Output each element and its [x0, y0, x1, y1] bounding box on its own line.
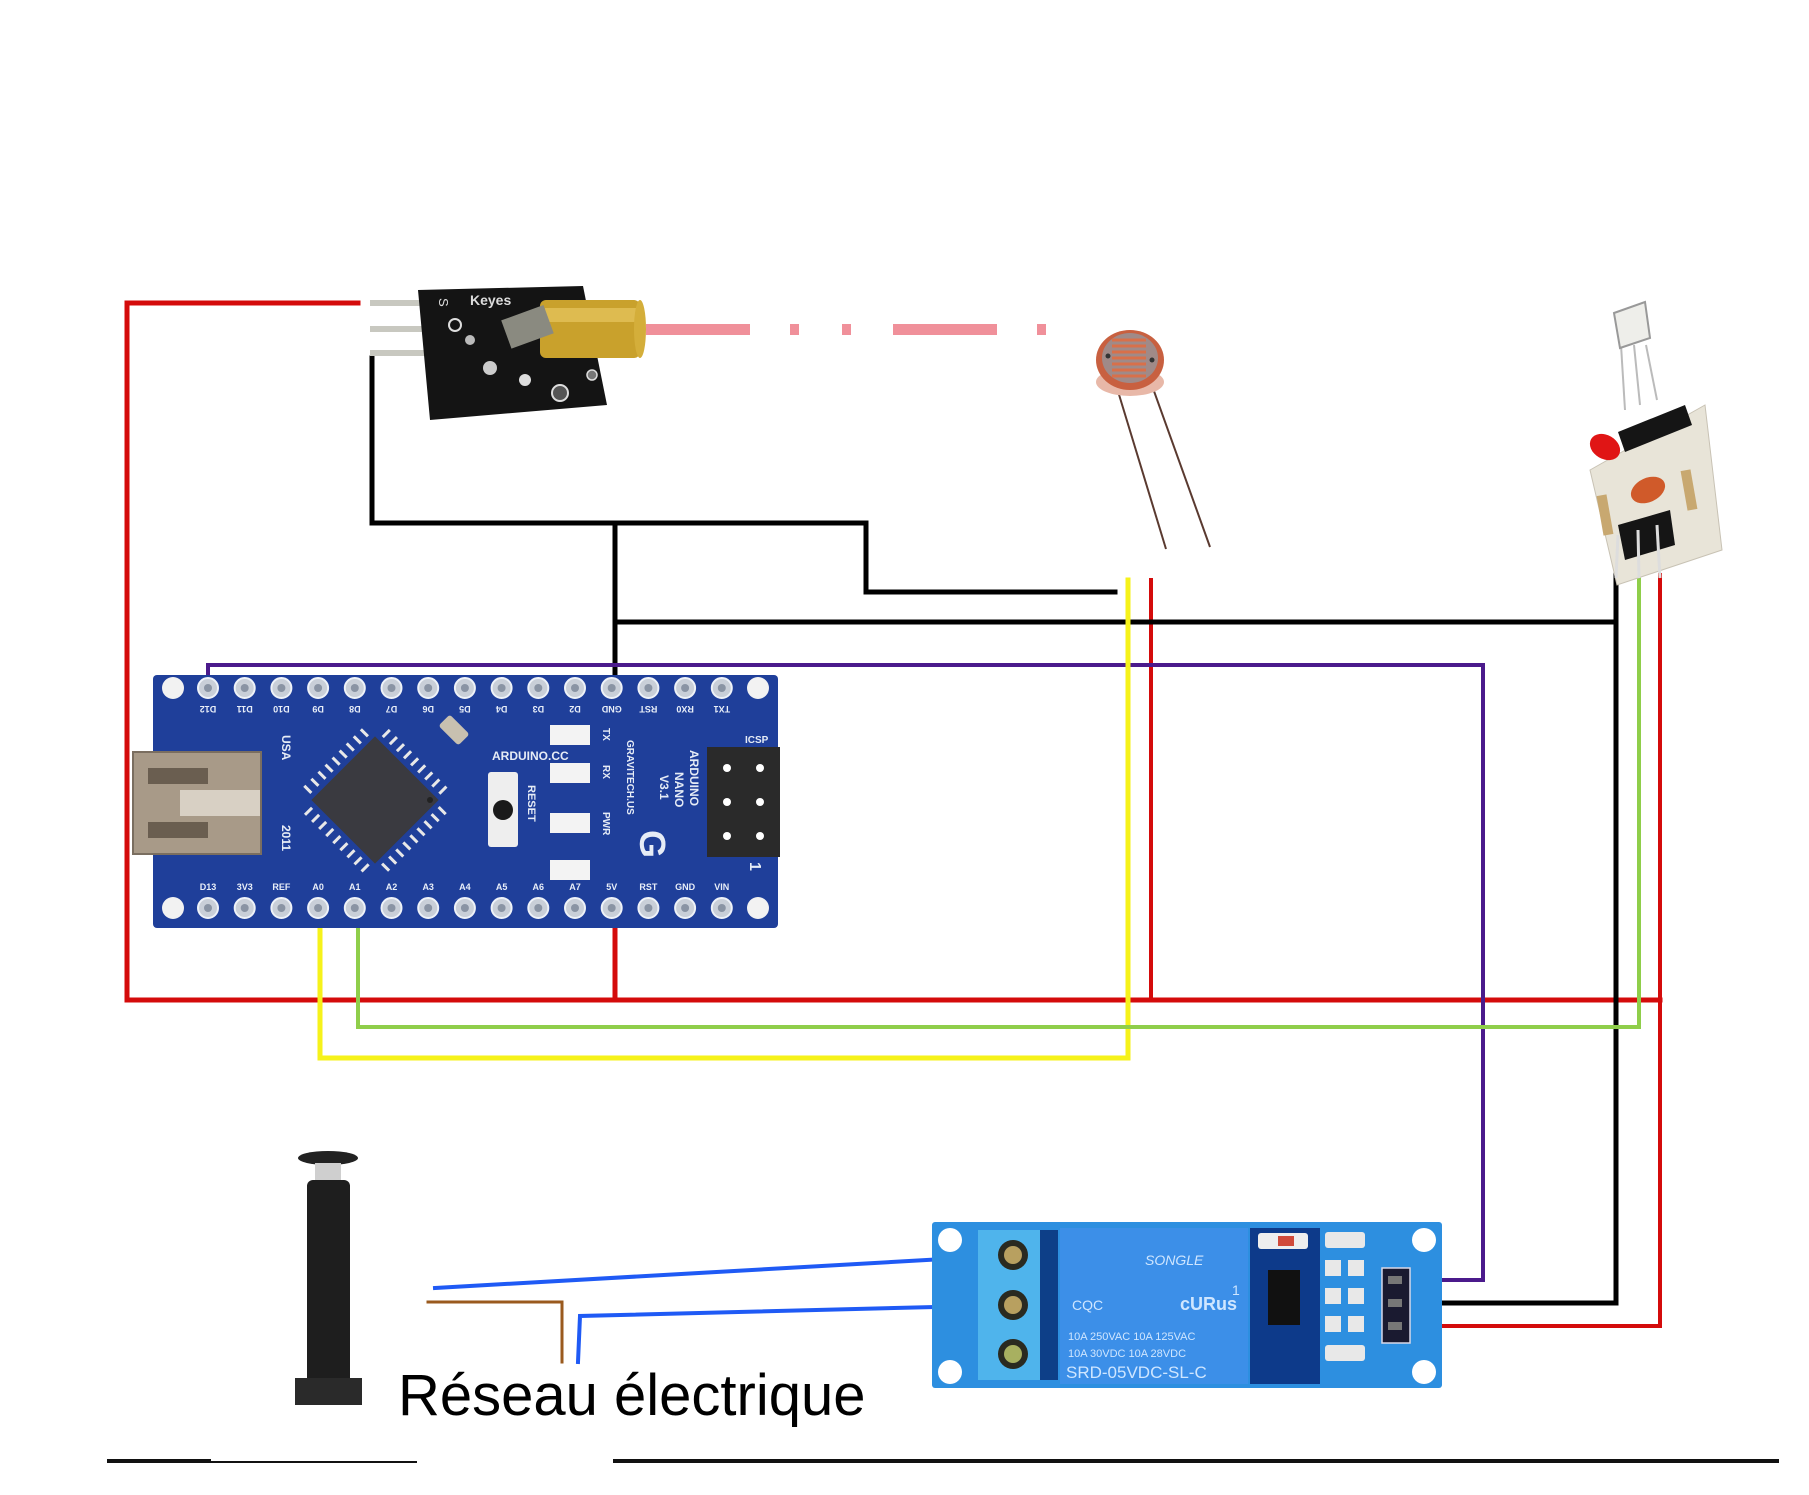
- nano-silk-year: 2011: [279, 825, 293, 851]
- laser-module: Keyes S: [370, 286, 646, 420]
- nano-pin-label-bottom-a4: A4: [459, 882, 471, 892]
- laser-beam: [646, 324, 1046, 335]
- wire-yellow-ldr-a0: [317, 577, 1131, 1061]
- nano-silk-logo: G: [632, 830, 673, 858]
- nano-pin-label-bottom-a5: A5: [496, 882, 508, 892]
- nano-pin-label-top-d4: D4: [496, 704, 508, 714]
- nano-silk-arduino-cc: ARDUINO.CC: [492, 749, 569, 763]
- relay-brand: SONGLE: [1145, 1252, 1204, 1268]
- nano-icsp-header: [707, 747, 780, 857]
- nano-pin-label-bottom-gnd: GND: [675, 882, 696, 892]
- nano-silk-version: V3.1: [657, 775, 671, 800]
- wire-black-receiver-relay: [1402, 572, 1619, 1306]
- nano-pin-label-bottom-3v3: 3V3: [237, 882, 253, 892]
- relay-module: SONGLE CQC cURus 1 10A 250VAC 10A 125VAC…: [932, 1222, 1442, 1388]
- relay-rating-2: 10A 30VDC 10A 28VDC: [1068, 1348, 1186, 1360]
- wire-purple-d12-relay: [206, 663, 1485, 1282]
- nano-pin-label-bottom-ref: REF: [272, 882, 291, 892]
- photoresistor: [1096, 330, 1211, 550]
- wire-red-laser-power: [124, 300, 1663, 1003]
- relay-model: SRD-05VDC-SL-C: [1066, 1363, 1207, 1382]
- nano-pin-label-top-d2: D2: [569, 704, 581, 714]
- wire-blue-mains-1: [432, 1252, 1018, 1291]
- receiver-sensor: [1612, 300, 1652, 350]
- relay-rating-1: 10A 250VAC 10A 125VAC: [1068, 1331, 1195, 1343]
- nano-silk-nano: NANO: [672, 772, 686, 807]
- nano-pin-label-top-gnd: GND: [601, 704, 622, 714]
- nano-silk-pin1: 1: [746, 862, 763, 871]
- nano-pin-label-bottom-rst: RST: [639, 882, 658, 892]
- relay-coil-housing: [1060, 1228, 1248, 1384]
- nano-board: [153, 675, 778, 928]
- nano-silk-reset: RESET: [525, 785, 537, 822]
- nano-pin-label-top-d11: D11: [237, 704, 253, 714]
- nano-pin-label-top-d6: D6: [422, 704, 434, 714]
- nano-pin-label-bottom-d13: D13: [200, 882, 217, 892]
- nano-pin-label-bottom-a7: A7: [569, 882, 581, 892]
- nano-pin-label-top-d10: D10: [273, 704, 290, 714]
- laser-pin-gnd: [370, 350, 425, 356]
- wire-green-receiver-a1: [356, 573, 1641, 1029]
- wire-blue-mains-2: [575, 1302, 1018, 1365]
- nano-pin-label-top-d3: D3: [533, 704, 545, 714]
- nano-silk-gravitech: GRAVITECH.US: [624, 740, 635, 815]
- laser-pin-s: [370, 300, 425, 306]
- relay-mark-cqc: CQC: [1072, 1297, 1103, 1313]
- nano-pin-label-top-d7: D7: [386, 704, 398, 714]
- nano-pin-label-top-d5: D5: [459, 704, 471, 714]
- nano-silk-arduino: ARDUINO: [687, 750, 701, 806]
- nano-pin-label-top-tx1: TX1: [714, 704, 731, 714]
- nano-silk-pwr: PWR: [600, 812, 611, 836]
- nano-silk-icsp: ICSP: [745, 735, 769, 746]
- nano-pin-label-bottom-a0: A0: [312, 882, 324, 892]
- wire-black-laser-gnd: [369, 355, 1118, 595]
- relay-mark-ul: cURus: [1180, 1294, 1237, 1314]
- laser-receiver-module: [1589, 300, 1723, 586]
- lamp-post: [295, 1151, 362, 1405]
- nano-pin-label-top-d9: D9: [312, 704, 324, 714]
- mains-network-label: Réseau électrique: [398, 1363, 866, 1428]
- nano-pin-label-top-d8: D8: [349, 704, 361, 714]
- nano-pin-label-bottom-a3: A3: [422, 882, 434, 892]
- nano-pin-label-top-rst: RST: [639, 704, 658, 714]
- nano-silk-usa: USA: [279, 735, 293, 761]
- relay-mark-1: 1: [1232, 1282, 1240, 1298]
- laser-pin-vcc: [370, 326, 425, 332]
- nano-pin-label-bottom-a1: A1: [349, 882, 361, 892]
- nano-pin-label-bottom-a2: A2: [386, 882, 398, 892]
- wire-brown-lamp: [426, 1300, 564, 1364]
- wire-red-receiver-relay: [1403, 573, 1662, 1328]
- nano-pin-label-bottom-vin: VIN: [714, 882, 729, 892]
- nano-pin-label-bottom-a6: A6: [533, 882, 545, 892]
- nano-silk-tx: TX: [600, 728, 611, 741]
- nano-silk-rx: RX: [600, 765, 611, 779]
- nano-pin-label-bottom-5v: 5V: [606, 882, 617, 892]
- laser-brand-label: Keyes: [470, 292, 511, 308]
- laser-pin-label: S: [436, 298, 451, 307]
- nano-pin-label-top-rx0: RX0: [676, 704, 694, 714]
- receiver-led: [1589, 433, 1621, 461]
- nano-pin-label-top-d12: D12: [200, 704, 217, 714]
